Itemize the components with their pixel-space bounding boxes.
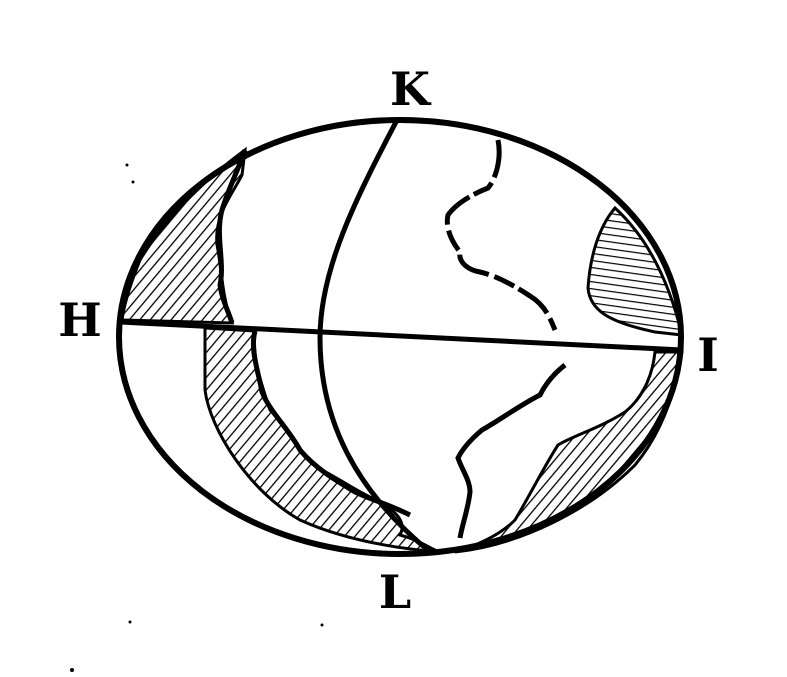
- coastline-upper: [444, 139, 558, 331]
- speck: [128, 620, 132, 624]
- label-k: K: [390, 62, 432, 116]
- equator-line: [119, 319, 683, 353]
- central-meridian: [317, 120, 432, 554]
- right-lower-land: [454, 350, 684, 554]
- speck: [320, 623, 324, 627]
- right-upper-land: [586, 205, 684, 337]
- left-lower-coast-edge: [250, 330, 412, 518]
- speck: [131, 180, 135, 184]
- left-upper-coast-edge: [216, 149, 248, 324]
- globe-outline: [116, 117, 684, 557]
- label-h: H: [58, 293, 101, 347]
- label-i: I: [697, 328, 719, 382]
- left-upper-land: [120, 146, 247, 325]
- speck: [125, 163, 129, 167]
- label-l: L: [379, 565, 411, 619]
- coastline-lower: [455, 363, 567, 539]
- speck: [70, 668, 74, 672]
